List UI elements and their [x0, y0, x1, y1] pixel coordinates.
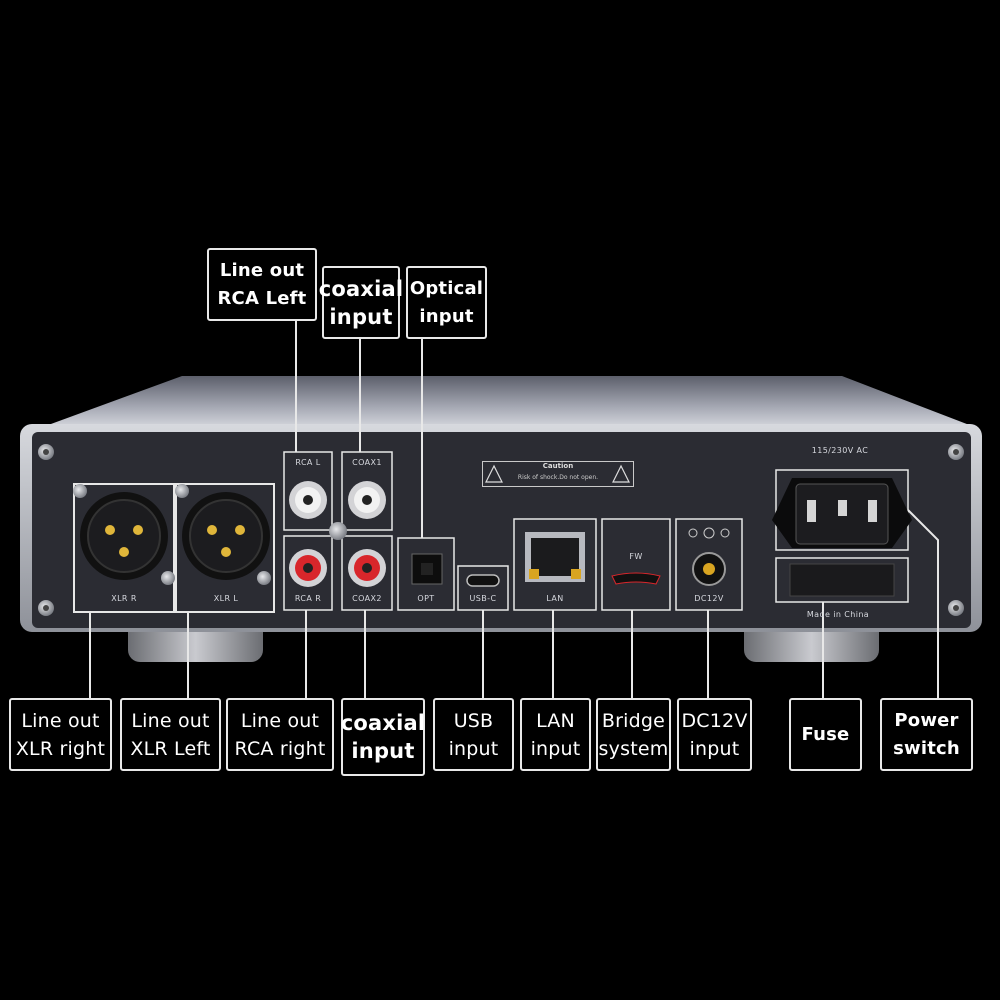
coax2-jack-icon — [348, 549, 386, 587]
callout-usb-input: USB input — [433, 698, 514, 771]
callout-optical-input: Optical input — [406, 266, 487, 339]
callout-coaxial-input-bottom: coaxial input — [341, 698, 425, 776]
ac-power-inlet-icon — [772, 469, 912, 551]
voltage-label: 115/230V AC — [811, 446, 869, 455]
callout-line-out-rca-right: Line out RCA right — [226, 698, 334, 771]
fuse-drawer-icon — [775, 557, 909, 603]
callout-bridge-system: Bridge system — [596, 698, 671, 771]
opt-label: OPT — [417, 594, 435, 603]
lan-label: LAN — [546, 594, 564, 603]
leader-lines — [89, 321, 939, 698]
callout-line-out-xlr-right: Line out XLR right — [9, 698, 112, 771]
screw-icon — [329, 522, 347, 540]
optical-port-icon — [397, 537, 455, 611]
rca-r-label: RCA R — [294, 594, 322, 603]
made-in-label: Made in China — [806, 610, 870, 619]
xlr-r-label: XLR R — [111, 594, 137, 603]
callout-line-out-rca-left: Line out RCA Left — [207, 248, 317, 321]
dc12v-label: DC12V — [694, 594, 724, 603]
caution-title: Caution — [542, 462, 574, 470]
callout-line-out-xlr-left: Line out XLR Left — [120, 698, 221, 771]
rca-right-jack-icon — [289, 549, 327, 587]
caution-plate — [482, 461, 634, 487]
screw-icon — [38, 444, 964, 616]
xlr-l-label: XLR L — [213, 594, 239, 603]
xlr-left-connector-icon — [175, 483, 275, 613]
usb-c-port-icon — [457, 565, 509, 611]
usb-c-label: USB-C — [469, 594, 497, 603]
callout-dc12v-input: DC12V input — [677, 698, 752, 771]
chassis-top — [40, 376, 972, 428]
caution-text: Risk of shock.Do not open. — [517, 474, 599, 481]
callout-coaxial-input-top: coaxial input — [319, 266, 403, 339]
coax2-label: COAX2 — [352, 594, 382, 603]
rca-l-label: RCA L — [295, 458, 321, 467]
callout-fuse: Fuse — [789, 698, 862, 771]
bridge-firmware-slot-icon — [601, 518, 671, 611]
coax1-jack-icon — [348, 481, 386, 519]
coax1-label: COAX1 — [352, 458, 382, 467]
xlr-right-connector-icon — [73, 483, 175, 613]
fw-label: FW — [629, 552, 643, 561]
callout-lan-input: LAN input — [520, 698, 591, 771]
callout-power-switch: Power switch — [880, 698, 973, 771]
rca-left-jack-icon — [289, 481, 327, 519]
lan-port-icon — [513, 518, 597, 611]
warning-icon — [485, 464, 630, 483]
